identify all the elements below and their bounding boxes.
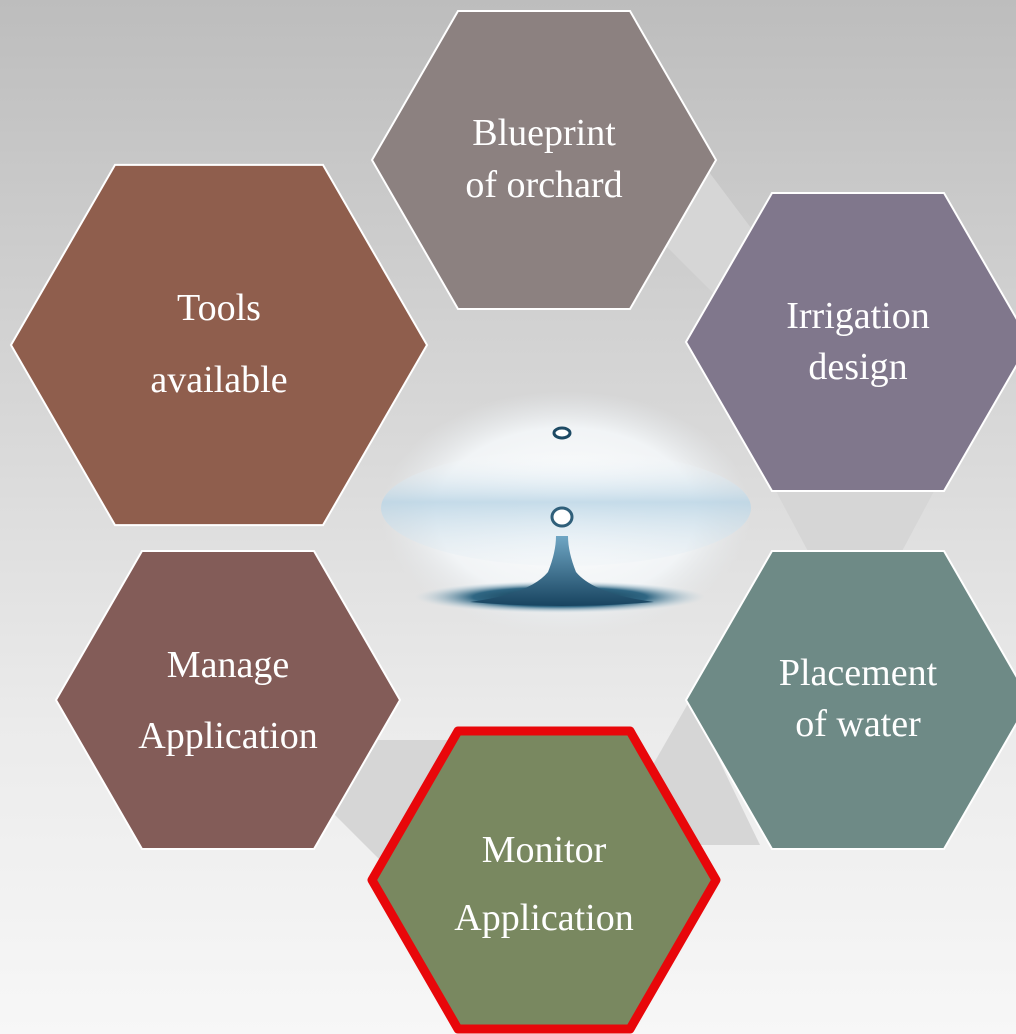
hex-label-line: Application — [454, 897, 633, 939]
hex-label-line: Application — [138, 715, 317, 757]
hex-label-line: of water — [795, 703, 921, 745]
hex-step-irrigation: Irrigation design — [684, 192, 1016, 492]
hex-step-tools: Tools available — [9, 163, 429, 527]
connector-band — [770, 480, 940, 555]
hex-label-line: Monitor — [482, 829, 607, 871]
hex-label-line: Manage — [167, 644, 289, 686]
hex-step-placement: Placement of water — [684, 550, 1016, 850]
hex-label-line: Tools — [177, 287, 261, 329]
hex-label-line: Blueprint — [472, 112, 616, 154]
hexagon-shape — [9, 163, 429, 527]
hexagon-shape — [54, 550, 402, 850]
hexagon-shape — [684, 550, 1016, 850]
hex-label-line: of orchard — [465, 164, 622, 206]
hex-label-line: Irrigation — [786, 295, 930, 337]
hex-label-line: Placement — [779, 652, 938, 694]
hexagon-shape — [370, 10, 718, 310]
hex-step-blueprint: Blueprint of orchard — [370, 10, 718, 310]
water-drop-image — [381, 391, 751, 635]
hex-label-line: available — [150, 359, 287, 401]
connector-band — [330, 740, 450, 870]
hexagon-shape — [684, 192, 1016, 492]
hex-label-line: design — [808, 346, 907, 388]
hexagon-shape — [367, 726, 721, 1034]
